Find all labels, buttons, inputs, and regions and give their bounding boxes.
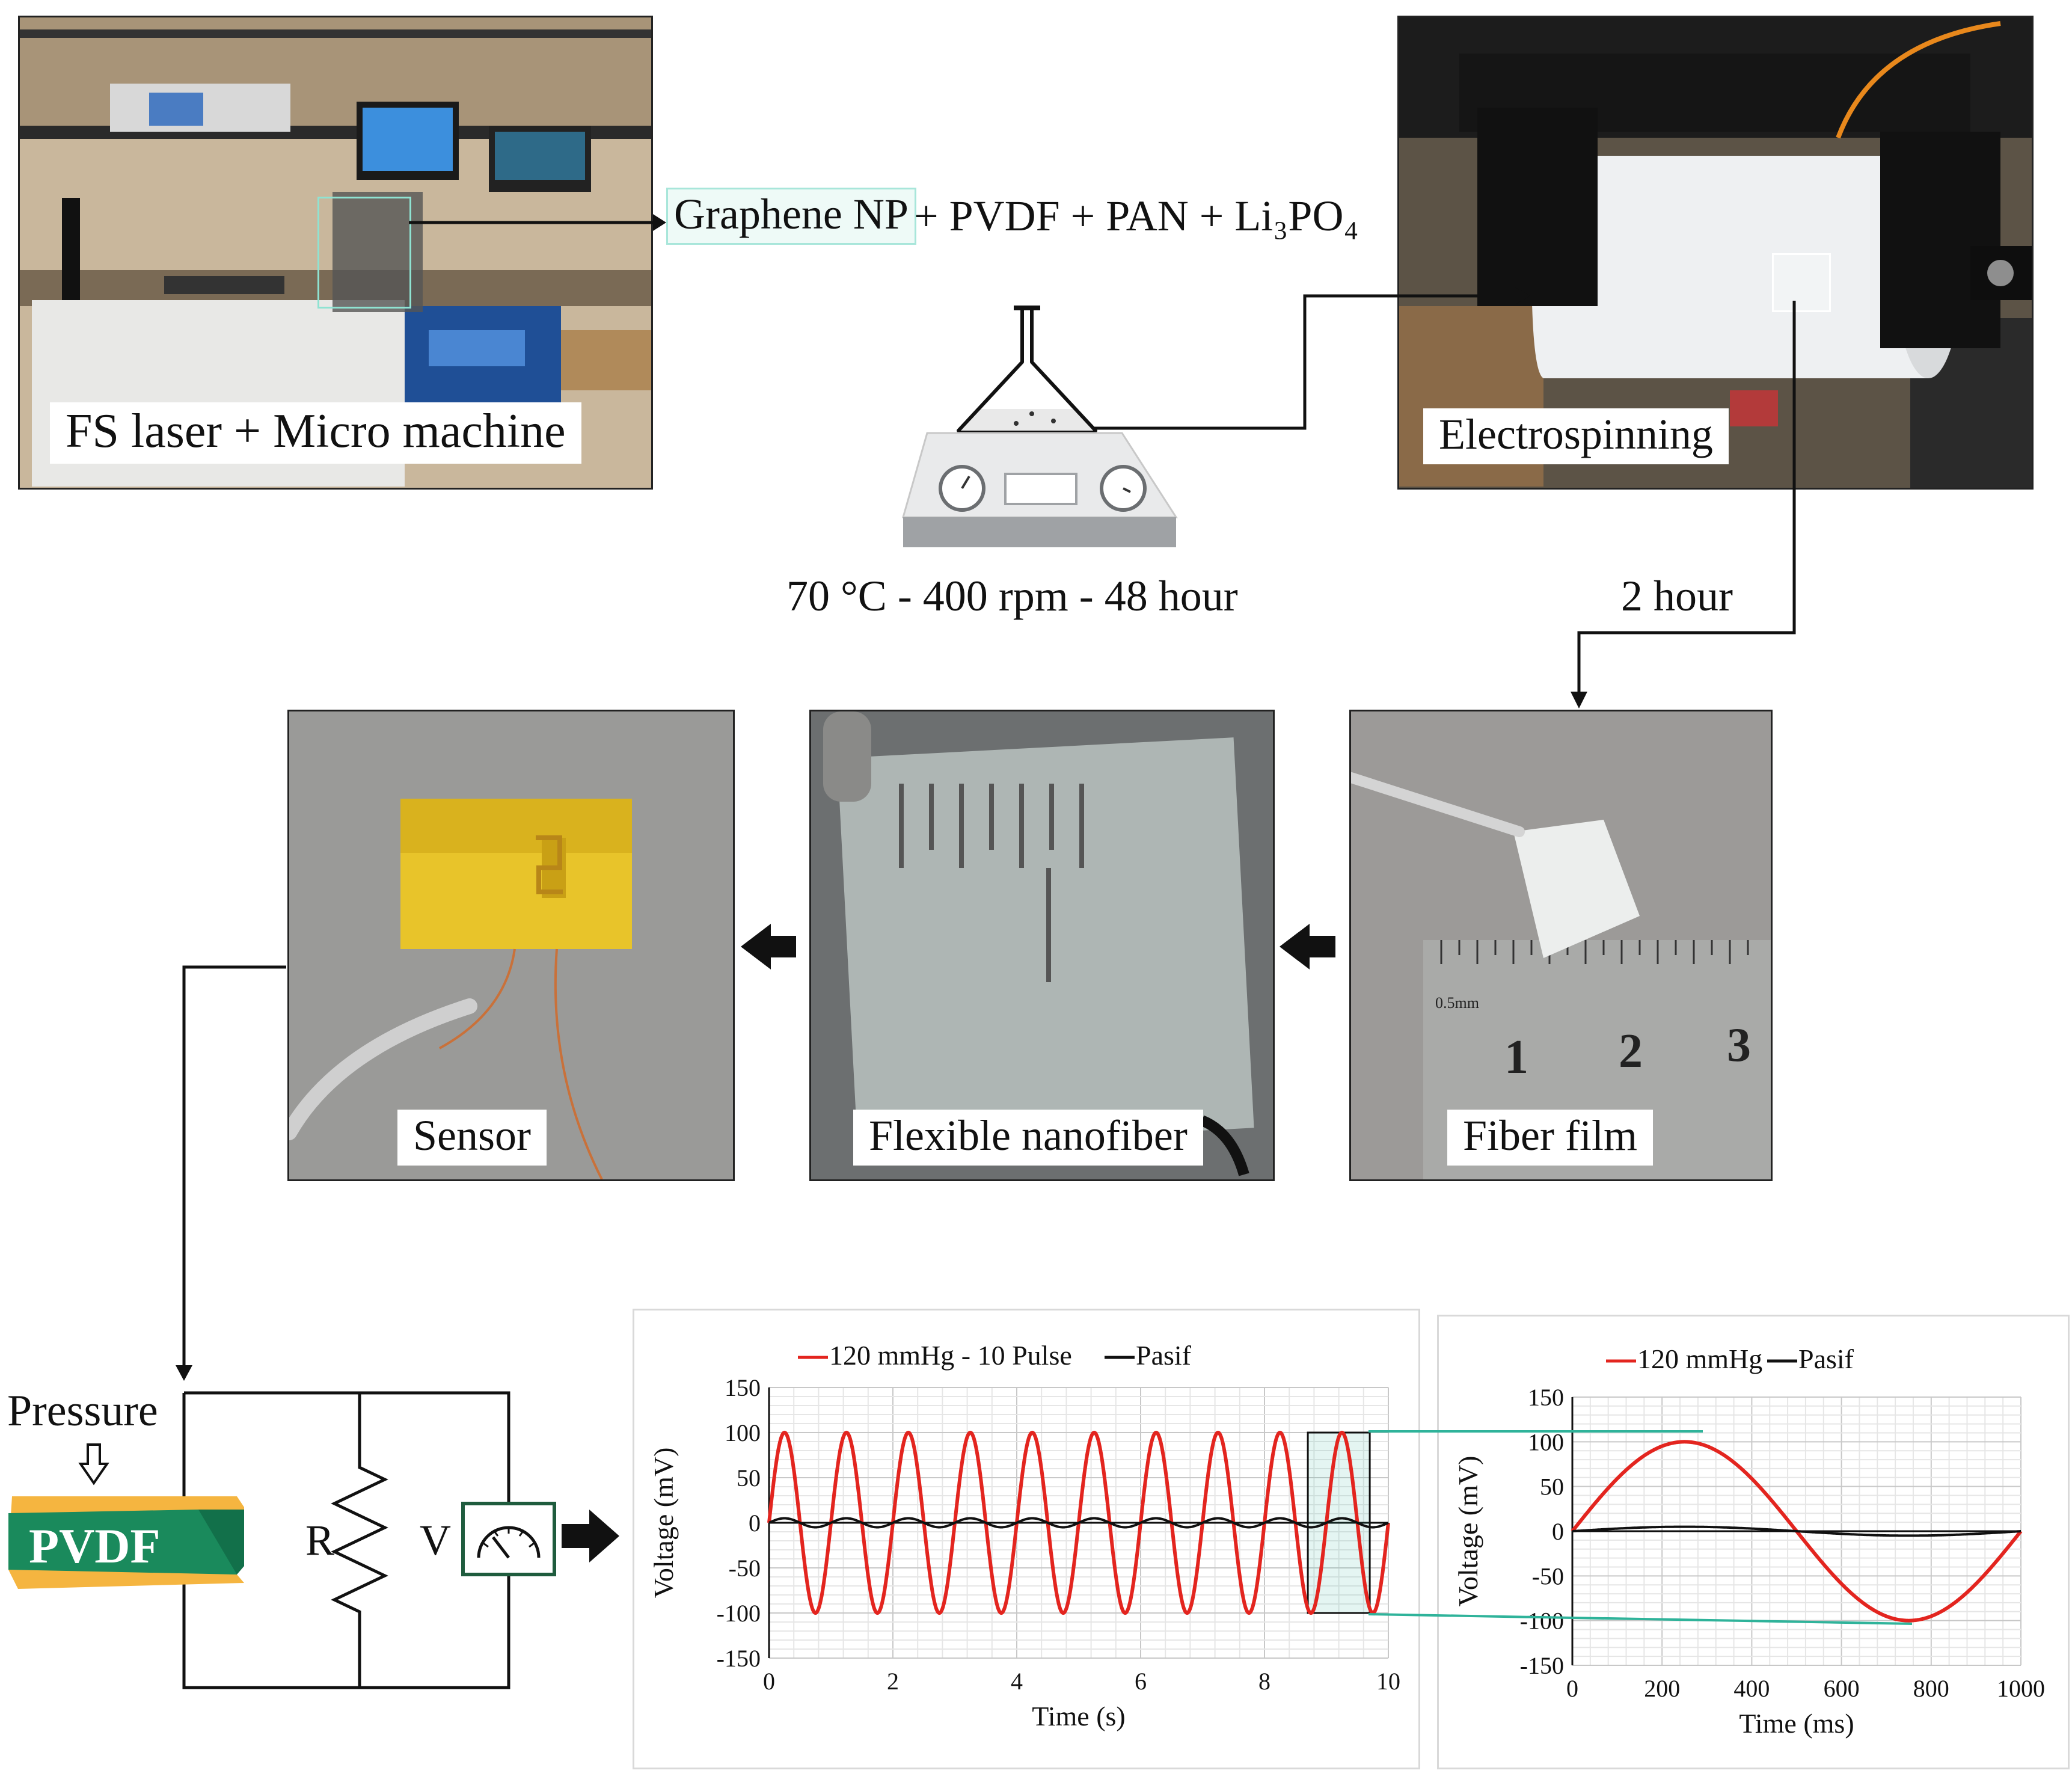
fiber-film-photo: 0.5mm 1 2 3 Fiber film [1349,710,1773,1181]
y-tick-label: 0 [749,1510,761,1537]
pressure-label: Pressure [7,1386,158,1436]
laser-caption: FS laser + Micro machine [50,402,581,464]
y-axis-label: Voltage (mV) [648,1448,679,1599]
y-tick-label: 150 [725,1374,761,1401]
x-tick-label: 200 [1644,1675,1680,1702]
y-tick-label: 50 [737,1464,761,1492]
y-tick-label: 0 [1552,1518,1564,1545]
x-tick-label: 2 [887,1668,899,1695]
recipe-label: + PVDF + PAN + Li₃PO₄ [914,192,1359,240]
conditions-label: 70 °C - 400 rpm - 48 hour [786,572,1238,620]
electrospinning-caption: Electrospinning [1423,408,1729,464]
ruler-unit-label: 0.5mm [1435,994,1479,1012]
x-tick-label: 6 [1135,1668,1147,1695]
x-axis-label: Time (ms) [1739,1708,1854,1739]
pvdf-label: PVDF [29,1519,161,1573]
ruler-number-2: 2 [1619,1025,1643,1078]
x-tick-label: 1000 [1997,1675,2045,1702]
x-tick-label: 0 [1566,1675,1578,1702]
legend-label: 120 mmHg [1637,1344,1762,1374]
flask-icon [957,306,1097,432]
resistor-symbol [331,1455,388,1624]
fiber-film-caption: Fiber film [1447,1110,1653,1166]
sensor-photo: Sensor [287,710,735,1181]
nanofiber-photo: Flexible nanofiber [809,710,1275,1181]
stirrer-icon [902,432,1178,547]
y-tick-label: -100 [717,1600,761,1627]
y-tick-label: 100 [1528,1428,1564,1455]
legend-label: Pasif [1136,1340,1192,1371]
y-tick-label: -150 [1520,1652,1564,1679]
voltmeter-label: V [420,1516,451,1564]
legend-label: 120 mmHg - 10 Pulse [829,1340,1072,1371]
y-tick-label: 150 [1528,1384,1564,1411]
graphene-label: Graphene NP [666,188,916,245]
x-tick-label: 400 [1733,1675,1770,1702]
nanofiber-caption: Flexible nanofiber [853,1110,1203,1166]
x-tick-label: 0 [763,1668,775,1695]
y-tick-label: -50 [729,1555,761,1582]
y-tick-label: 50 [1540,1473,1564,1501]
ruler-number-3: 3 [1727,1019,1751,1072]
legend-label: Pasif [1798,1344,1854,1374]
microscope-highlight-box [317,197,411,309]
electrospinning-photo: Electrospinning [1397,16,2034,490]
x-tick-label: 800 [1913,1675,1949,1702]
sensor-caption: Sensor [397,1110,547,1166]
resistor-label: R [305,1516,335,1564]
x-tick-label: 4 [1011,1668,1023,1695]
x-tick-label: 10 [1376,1668,1400,1695]
y-tick-label: -50 [1532,1562,1564,1590]
y-tick-label: 100 [725,1419,761,1446]
x-tick-label: 600 [1824,1675,1860,1702]
ruler-number-1: 1 [1504,1031,1528,1084]
y-tick-label: -150 [717,1645,761,1672]
spin-time-label: 2 hour [1621,572,1733,620]
arrow-circuit-to-chart [562,1510,619,1562]
chart-1000ms: 0 200 400 600 800 1000 150 100 50 0 -50 -100 -150Tim… [1453,1344,2045,1739]
x-axis-label: Time (s) [1032,1701,1126,1731]
fiber-sample-box [1772,253,1831,312]
series-line-pasif [768,1517,1389,1529]
y-axis-label: Voltage (mV) [1453,1456,1483,1607]
laser-setup-photo: FS laser + Micro machine [18,16,653,490]
series-line-pasif [1572,1525,2021,1537]
y-tick-label: -100 [1520,1608,1564,1635]
voltmeter-icon [461,1502,556,1576]
arrow-nanofiber-to-sensor [741,924,796,969]
x-tick-label: 8 [1258,1668,1270,1695]
arrow-film-to-nanofiber [1280,924,1335,969]
